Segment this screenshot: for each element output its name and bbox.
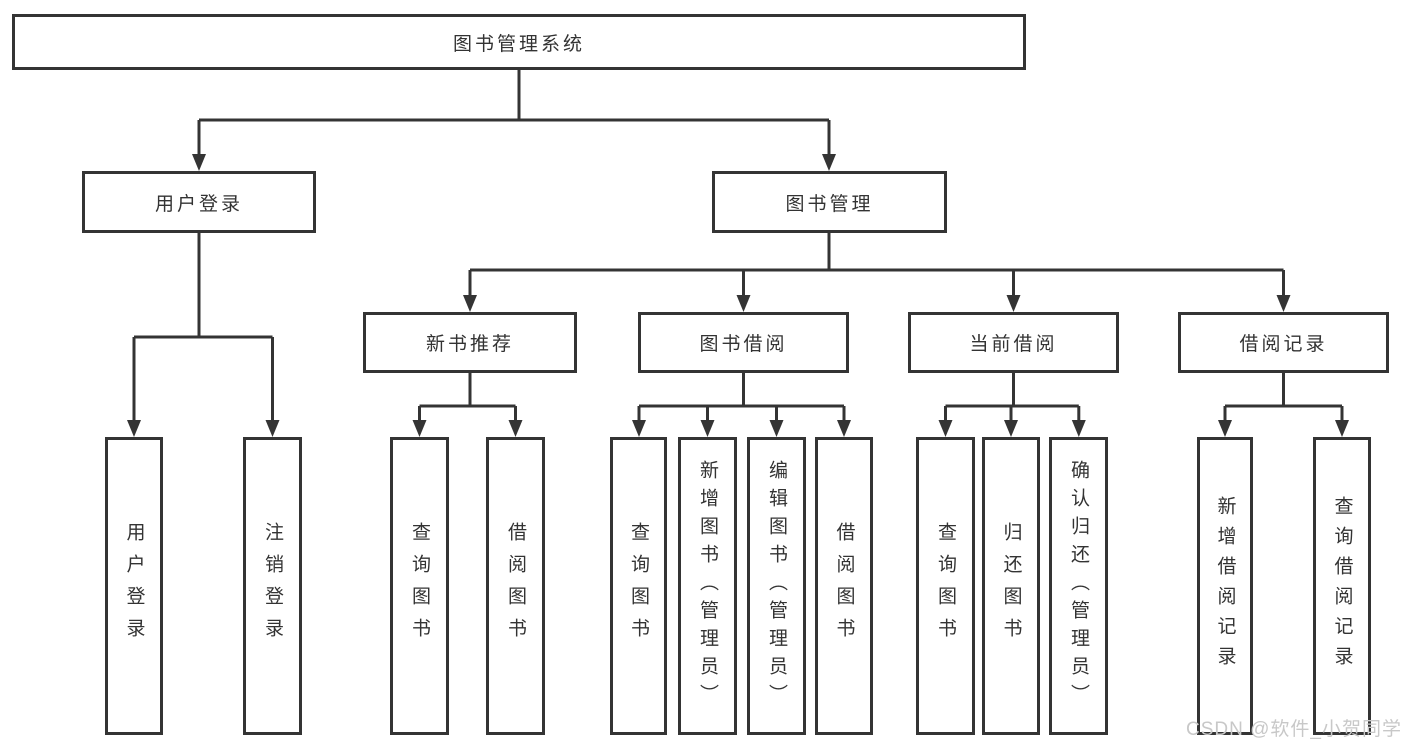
leaf-borrow-books: 借阅图书 xyxy=(815,437,873,735)
leaf-query-books-current: 查询图书 xyxy=(916,437,975,735)
watermark-text: CSDN @软件_小贺同学 xyxy=(1186,719,1402,740)
leaf-query-borrow-record: 查询借阅记录 xyxy=(1313,437,1371,735)
arrowheads xyxy=(127,154,1349,437)
node-library-system: 图书管理系统 xyxy=(12,14,1026,70)
leaf-add-books-admin: 新增图书（管理员） xyxy=(678,437,737,735)
leaf-return-books: 归还图书 xyxy=(982,437,1040,735)
node-user-login: 用户登录 xyxy=(82,171,316,233)
leaf-confirm-return-admin: 确认归还（管理员） xyxy=(1049,437,1108,735)
leaf-add-borrow-record: 新增借阅记录 xyxy=(1197,437,1253,735)
node-book-management: 图书管理 xyxy=(712,171,947,233)
leaf-user-login: 用户登录 xyxy=(105,437,163,735)
leaf-logout: 注销登录 xyxy=(243,437,302,735)
node-new-book-recommend: 新书推荐 xyxy=(363,312,577,373)
leaf-borrow-books-recommend: 借阅图书 xyxy=(486,437,545,735)
node-current-borrow: 当前借阅 xyxy=(908,312,1119,373)
leaf-query-books-borrow: 查询图书 xyxy=(610,437,667,735)
leaf-query-books-recommend: 查询图书 xyxy=(390,437,449,735)
leaf-edit-books-admin: 编辑图书（管理员） xyxy=(747,437,806,735)
node-borrow-records: 借阅记录 xyxy=(1178,312,1389,373)
node-book-borrow: 图书借阅 xyxy=(638,312,849,373)
